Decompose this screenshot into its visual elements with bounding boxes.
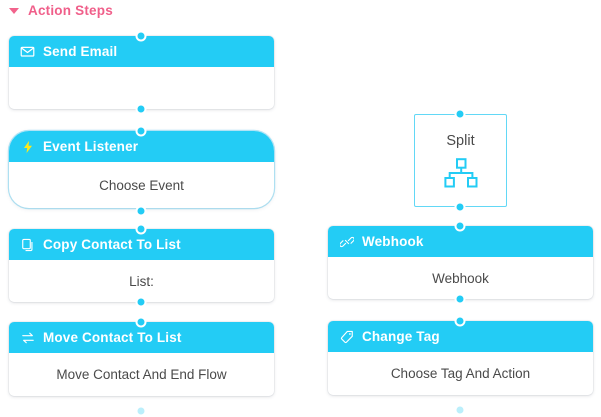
card-title: Event Listener bbox=[43, 139, 139, 154]
connector-dot-event-listener-top[interactable] bbox=[135, 125, 147, 137]
connector-dot-split-top[interactable] bbox=[454, 108, 466, 120]
card-body-event-listener[interactable]: Choose Event bbox=[99, 177, 184, 193]
card-body-change-tag[interactable]: Choose Tag And Action bbox=[390, 366, 531, 381]
card-webhook[interactable]: Webhook Webhook bbox=[328, 226, 593, 299]
caret-down-icon[interactable] bbox=[9, 7, 19, 14]
card-title: Copy Contact To List bbox=[43, 237, 181, 252]
section-title: Action Steps bbox=[28, 2, 113, 18]
card-title: Move Contact To List bbox=[43, 330, 182, 345]
connector-dot-split-bottom[interactable] bbox=[454, 201, 466, 213]
action-steps-header[interactable]: Action Steps bbox=[9, 0, 113, 20]
card-title: Change Tag bbox=[362, 329, 440, 344]
card-event-listener[interactable]: Event Listener Choose Event bbox=[9, 131, 274, 208]
card-title: Send Email bbox=[43, 44, 118, 59]
connector-dot-webhook-bottom[interactable] bbox=[454, 293, 466, 305]
connector-dot-change-tag-top[interactable] bbox=[454, 315, 466, 327]
tag-icon bbox=[339, 329, 354, 344]
card-body-move-contact-to-list[interactable]: Move Contact And End Flow bbox=[56, 367, 227, 382]
card-send-email[interactable]: Send Email bbox=[9, 36, 274, 109]
connector-dot-move-contact-top[interactable] bbox=[135, 316, 147, 328]
connector-dot-copy-contact-bottom[interactable] bbox=[135, 296, 147, 308]
card-body-copy-contact-to-list[interactable]: List: bbox=[129, 273, 154, 289]
swap-arrows-icon bbox=[20, 330, 35, 345]
node-split[interactable]: Split bbox=[414, 114, 507, 207]
card-copy-contact-to-list[interactable]: Copy Contact To List List: bbox=[9, 229, 274, 302]
connector-dot-event-listener-bottom[interactable] bbox=[135, 205, 147, 217]
card-title: Webhook bbox=[362, 234, 424, 249]
copy-icon bbox=[20, 237, 35, 252]
sitemap-icon bbox=[443, 158, 478, 188]
connector-dot-send-email-bottom[interactable] bbox=[135, 103, 147, 115]
split-label: Split bbox=[446, 133, 475, 149]
card-change-tag[interactable]: Change Tag Choose Tag And Action bbox=[328, 321, 593, 395]
lightning-bolt-icon bbox=[20, 139, 35, 154]
card-body-webhook[interactable]: Webhook bbox=[432, 270, 489, 286]
connector-dot-copy-contact-top[interactable] bbox=[135, 223, 147, 235]
connector-dot-send-email-top[interactable] bbox=[135, 30, 147, 42]
card-move-contact-to-list[interactable]: Move Contact To List Move Contact And En… bbox=[9, 322, 274, 396]
envelope-icon bbox=[20, 44, 35, 59]
connector-dot-move-contact-bottom[interactable] bbox=[135, 405, 147, 417]
connector-dot-webhook-top[interactable] bbox=[454, 220, 466, 232]
webhook-icon bbox=[339, 234, 354, 249]
